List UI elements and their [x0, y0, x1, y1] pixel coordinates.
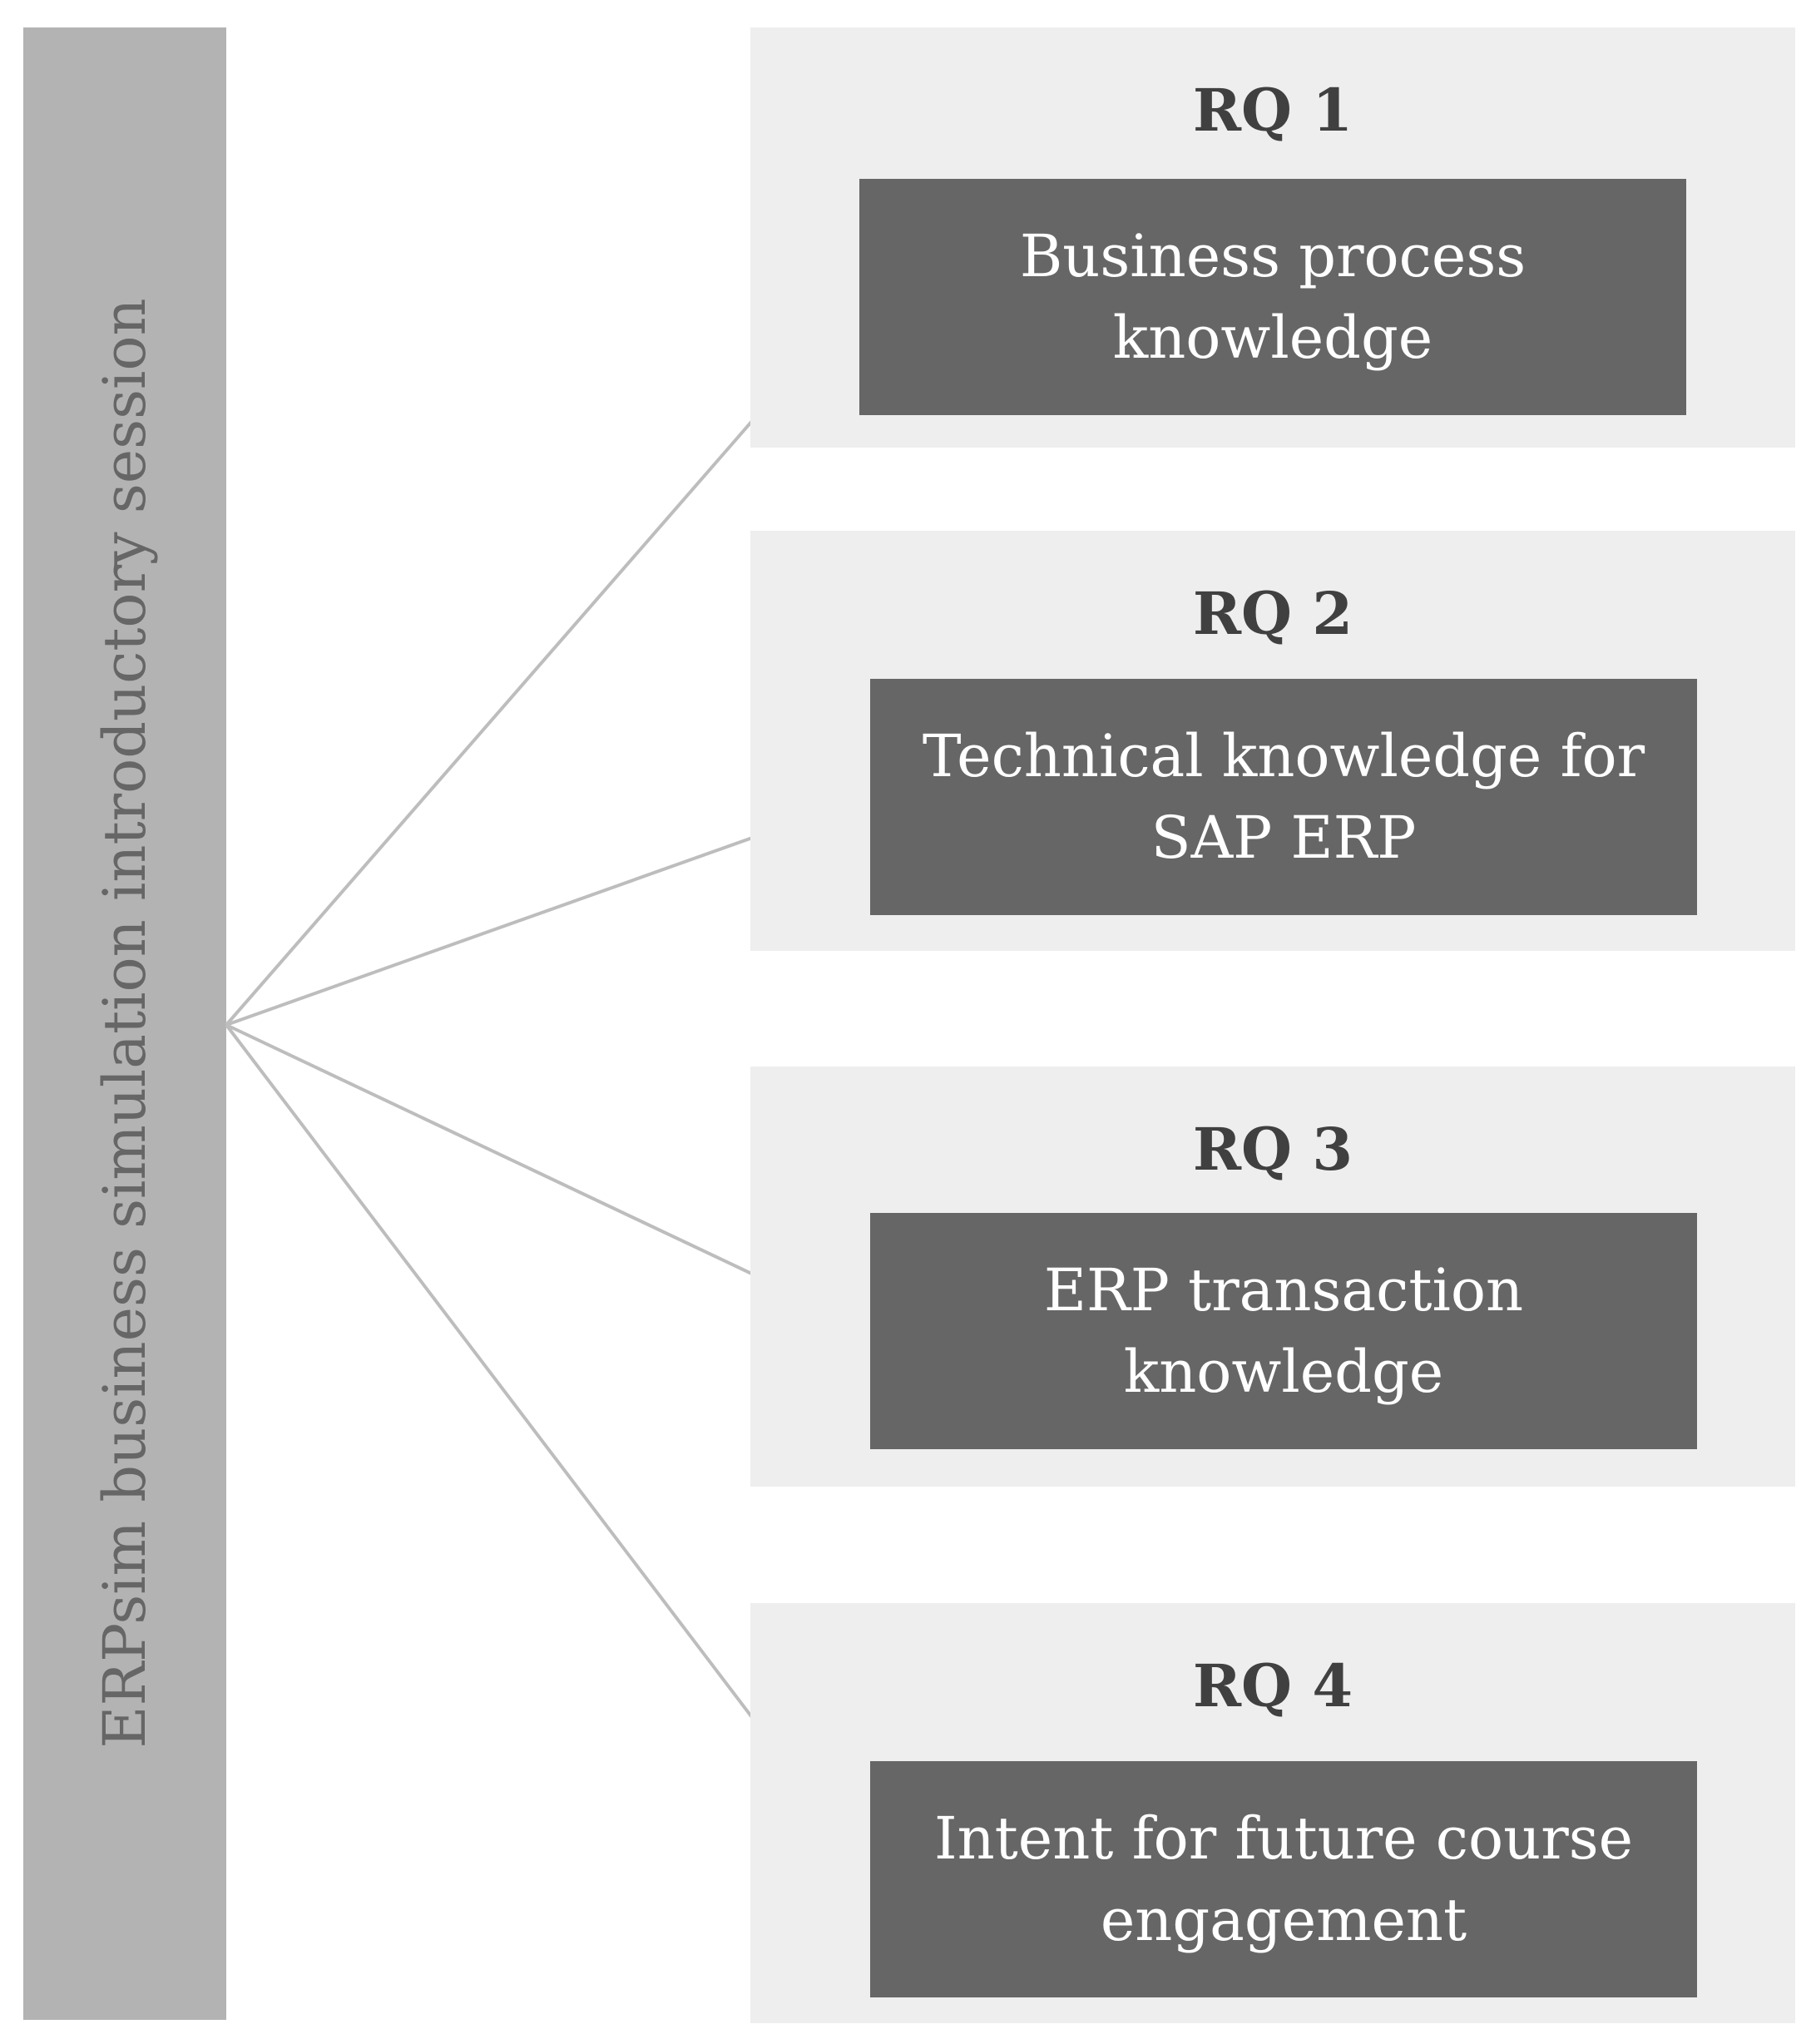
rq-panel-2: RQ 2 Technical knowledge for SAP ERP — [750, 531, 1795, 951]
rq-title: RQ 2 — [1192, 579, 1353, 648]
rq-box: Business process knowledge — [859, 179, 1686, 415]
source-bar — [23, 27, 226, 2020]
rq-box: ERP transaction knowledge — [870, 1213, 1697, 1449]
rq-title: RQ 3 — [1192, 1115, 1353, 1184]
rq-panel-3: RQ 3 ERP transaction knowledge — [750, 1067, 1795, 1487]
rq-title: RQ 1 — [1192, 76, 1353, 145]
rq-box: Technical knowledge for SAP ERP — [870, 679, 1697, 915]
rq-title: RQ 4 — [1192, 1651, 1353, 1720]
rq-panel-1: RQ 1 Business process knowledge — [750, 27, 1795, 448]
rq-panel-4: RQ 4 Intent for future course engagement — [750, 1603, 1795, 2023]
rq-box: Intent for future course engagement — [870, 1761, 1697, 1997]
source-label: ERPsim business simulation introductory … — [91, 298, 159, 1749]
